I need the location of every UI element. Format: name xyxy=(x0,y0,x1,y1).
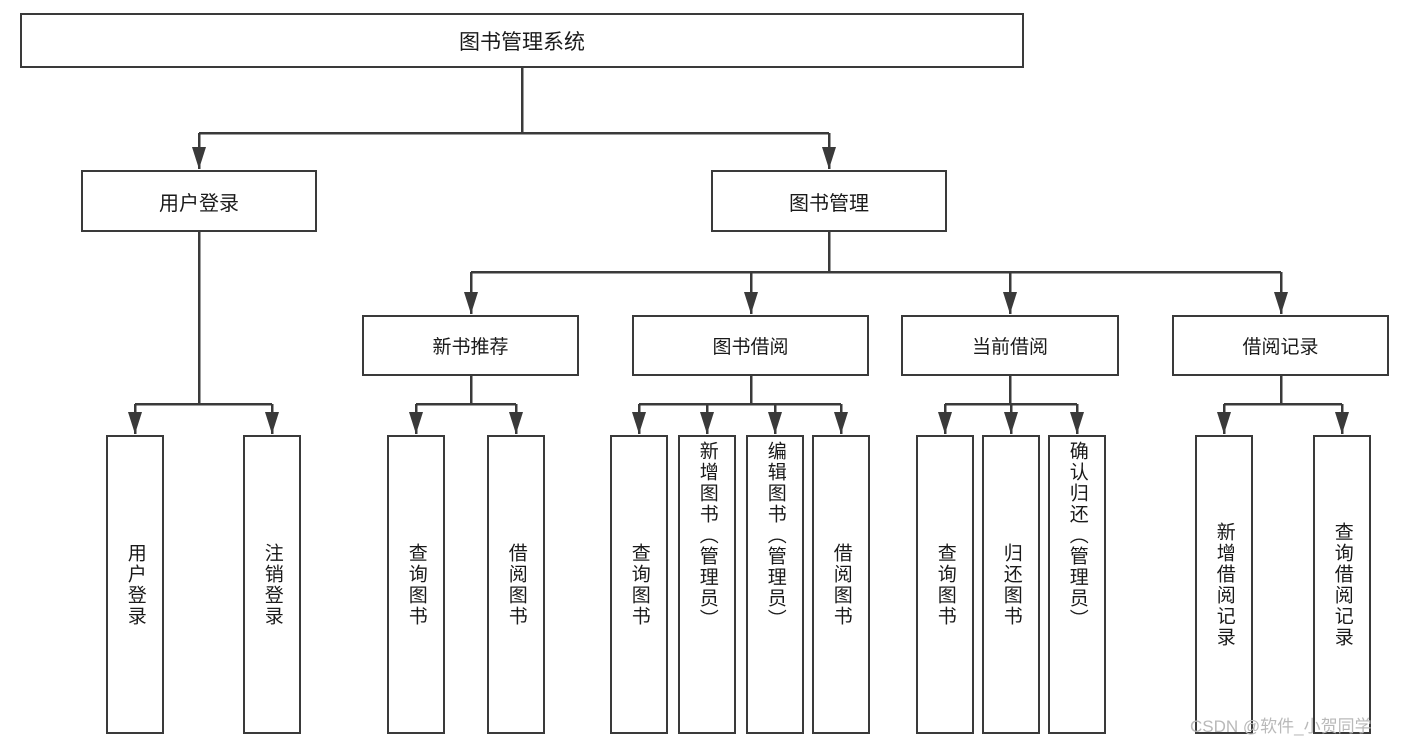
node-records-1[interactable]: 新增借阅记录 xyxy=(1195,435,1253,734)
arrowhead xyxy=(1274,292,1288,314)
node-records[interactable]: 借阅记录 xyxy=(1172,315,1389,376)
node-label: 新增借阅记录 xyxy=(1213,521,1235,648)
arrowhead xyxy=(938,412,952,434)
node-label: 用户登录 xyxy=(124,542,146,627)
node-label: 图书管理 xyxy=(789,192,869,215)
arrowhead xyxy=(632,412,646,434)
arrowhead xyxy=(744,292,758,314)
node-label: 查询图书 xyxy=(628,542,650,627)
arrowhead xyxy=(1070,412,1084,434)
node-label: 编辑图书（管理员） xyxy=(764,441,786,630)
node-label: 图书借阅 xyxy=(712,337,789,358)
node-label: 查询图书 xyxy=(934,542,956,627)
node-login-2[interactable]: 注销登录 xyxy=(243,435,301,734)
node-borrow[interactable]: 图书借阅 xyxy=(632,315,869,376)
arrowhead xyxy=(509,412,523,434)
node-login-1[interactable]: 用户登录 xyxy=(106,435,164,734)
arrowhead xyxy=(700,412,714,434)
node-current-1[interactable]: 查询图书 xyxy=(916,435,974,734)
node-bookmgmt[interactable]: 图书管理 xyxy=(711,170,947,232)
node-label: 新增图书（管理员） xyxy=(696,441,718,630)
node-label: 查询借阅记录 xyxy=(1331,521,1353,648)
node-label: 用户登录 xyxy=(159,192,239,215)
arrowhead xyxy=(1335,412,1349,434)
node-label: 借阅图书 xyxy=(505,542,527,627)
arrowhead xyxy=(1004,412,1018,434)
node-current[interactable]: 当前借阅 xyxy=(901,315,1119,376)
node-borrow-2[interactable]: 新增图书（管理员） xyxy=(678,435,736,734)
node-current-2[interactable]: 归还图书 xyxy=(982,435,1040,734)
node-borrow-3[interactable]: 编辑图书（管理员） xyxy=(746,435,804,734)
node-label: 确认归还（管理员） xyxy=(1066,441,1088,630)
arrowhead xyxy=(822,147,836,169)
arrowhead xyxy=(192,147,206,169)
node-label: 新书推荐 xyxy=(432,337,509,358)
node-label: 注销登录 xyxy=(261,542,283,627)
node-newbook-2[interactable]: 借阅图书 xyxy=(487,435,545,734)
arrowhead xyxy=(128,412,142,434)
node-label: 图书管理系统 xyxy=(459,30,585,54)
node-label: 借阅记录 xyxy=(1242,337,1319,358)
arrowhead xyxy=(464,292,478,314)
arrowhead xyxy=(834,412,848,434)
node-records-2[interactable]: 查询借阅记录 xyxy=(1313,435,1371,734)
node-borrow-1[interactable]: 查询图书 xyxy=(610,435,668,734)
node-label: 查询图书 xyxy=(405,542,427,627)
arrowhead xyxy=(1217,412,1231,434)
node-borrow-4[interactable]: 借阅图书 xyxy=(812,435,870,734)
node-label: 归还图书 xyxy=(1000,542,1022,627)
arrowhead xyxy=(1003,292,1017,314)
node-newbook[interactable]: 新书推荐 xyxy=(362,315,579,376)
node-newbook-1[interactable]: 查询图书 xyxy=(387,435,445,734)
arrowhead xyxy=(265,412,279,434)
arrowhead xyxy=(409,412,423,434)
node-login[interactable]: 用户登录 xyxy=(81,170,317,232)
node-label: 当前借阅 xyxy=(971,337,1048,358)
node-current-3[interactable]: 确认归还（管理员） xyxy=(1048,435,1106,734)
node-root[interactable]: 图书管理系统 xyxy=(20,13,1024,68)
arrowhead xyxy=(768,412,782,434)
node-label: 借阅图书 xyxy=(830,542,852,627)
